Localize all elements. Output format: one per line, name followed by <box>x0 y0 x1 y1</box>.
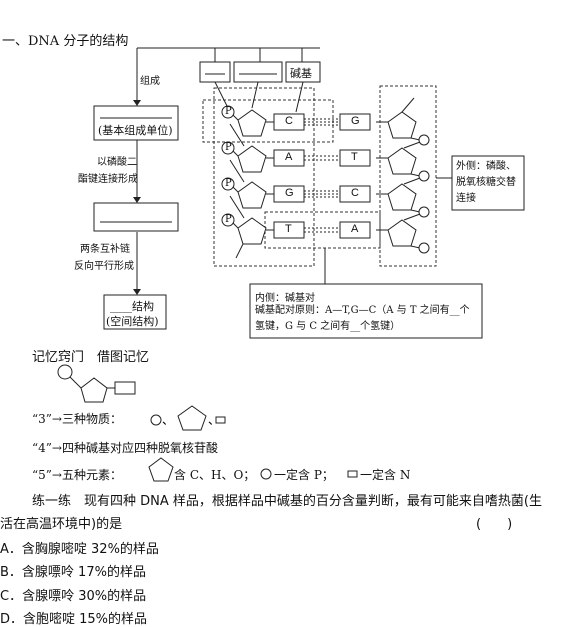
base-label-box: 碱基 <box>290 67 312 80</box>
base-right: A <box>351 223 359 235</box>
inside-note-line2: 碱基配对原则：A—T,G—C（A 与 T 之间有__个氢键，G 与 C 之间有_… <box>255 305 470 332</box>
inside-note-line1: 内侧：碱基对 <box>255 293 315 304</box>
option-d: D．含胞嘧啶 15%的样品 <box>0 612 148 627</box>
pentagon-icon <box>177 405 207 431</box>
base-left: G <box>285 187 294 199</box>
svg-text:、: 、 <box>208 413 220 427</box>
phosphate-label: P <box>225 214 232 225</box>
phosphate-label: P <box>225 142 232 153</box>
base-left: A <box>285 151 293 163</box>
section-title: 一、DNA 分子的结构 <box>2 34 129 49</box>
flow-step-label: 酯键连接形成 <box>78 174 138 185</box>
flow-box-unit: (基本组成单位) <box>98 124 173 137</box>
memory-line5-prefix: “5”→五种元素： <box>32 468 122 482</box>
option-a: A．含胸腺嘧啶 32%的样品 <box>0 542 159 557</box>
base-right: G <box>351 115 360 127</box>
base-left: T <box>285 223 292 235</box>
answer-blank: ( ) <box>476 517 513 532</box>
base-right: C <box>351 187 359 199</box>
flow-box-structure: ____结构 <box>110 300 154 313</box>
option-c: C．含腺嘌呤 30%的样品 <box>0 589 147 604</box>
option-b: B．含腺嘌呤 17%的样品 <box>0 565 146 580</box>
memory-line4: “4”→四种碱基对应四种脱氧核苷酸 <box>32 441 218 455</box>
base-right: T <box>351 151 358 163</box>
phosphate-circle-icon <box>260 468 272 480</box>
memory-line3-prefix: “3”→三种物质： <box>32 412 122 426</box>
flow-step-label: 反向平行形成 <box>74 261 134 272</box>
memory-line5-c: 一定含 N <box>360 468 411 482</box>
flow-step-label: 以磷酸二 <box>97 157 137 168</box>
memory-line5-a: 含 C、H、O； <box>174 468 256 482</box>
memory-line3: “3”→三种物质： <box>32 410 122 427</box>
svg-text:、: 、 <box>162 413 174 427</box>
memory-title: 记忆窍门 借图记忆 <box>32 350 150 365</box>
dna-structure-diagram <box>93 47 525 339</box>
phosphate-label: P <box>225 178 232 189</box>
flow-step-label: 组成 <box>140 76 160 87</box>
flow-box-sub: (空间结构) <box>106 315 159 328</box>
nucleotide-icon <box>57 364 136 403</box>
exercise-question-line2: 活在高温环境中)的是 <box>0 517 123 532</box>
outside-note: 外侧：磷酸、脱氧核糖交替连接 <box>456 161 516 204</box>
exercise-question-line1: 练一练 现有四种 DNA 样品，根据样品中碱基的百分含量判断，最有可能来自嗜热菌… <box>32 494 542 509</box>
flow-step-label: 两条互补链 <box>80 244 130 255</box>
base-left: C <box>285 115 293 127</box>
pentagon-icon <box>148 457 174 482</box>
memory-line5-b: 一定含 P； <box>274 468 334 482</box>
base-rect-icon <box>347 470 358 478</box>
structure-word: 结构 <box>132 300 154 313</box>
three-substance-icons: 、 、 <box>150 405 226 431</box>
phosphate-label: P <box>225 106 232 117</box>
